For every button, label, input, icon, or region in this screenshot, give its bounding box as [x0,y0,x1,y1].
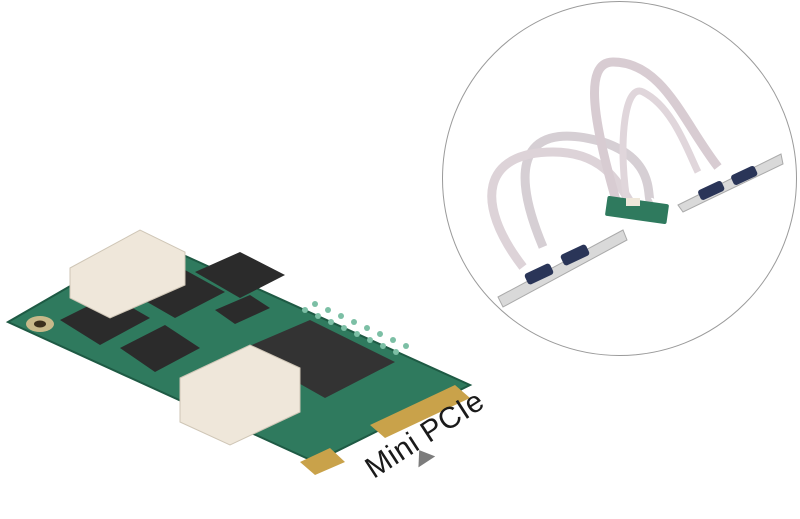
mini-pcie-card [5,229,473,475]
inset-circle [442,1,797,356]
cable-assembly-illustration [487,57,784,308]
